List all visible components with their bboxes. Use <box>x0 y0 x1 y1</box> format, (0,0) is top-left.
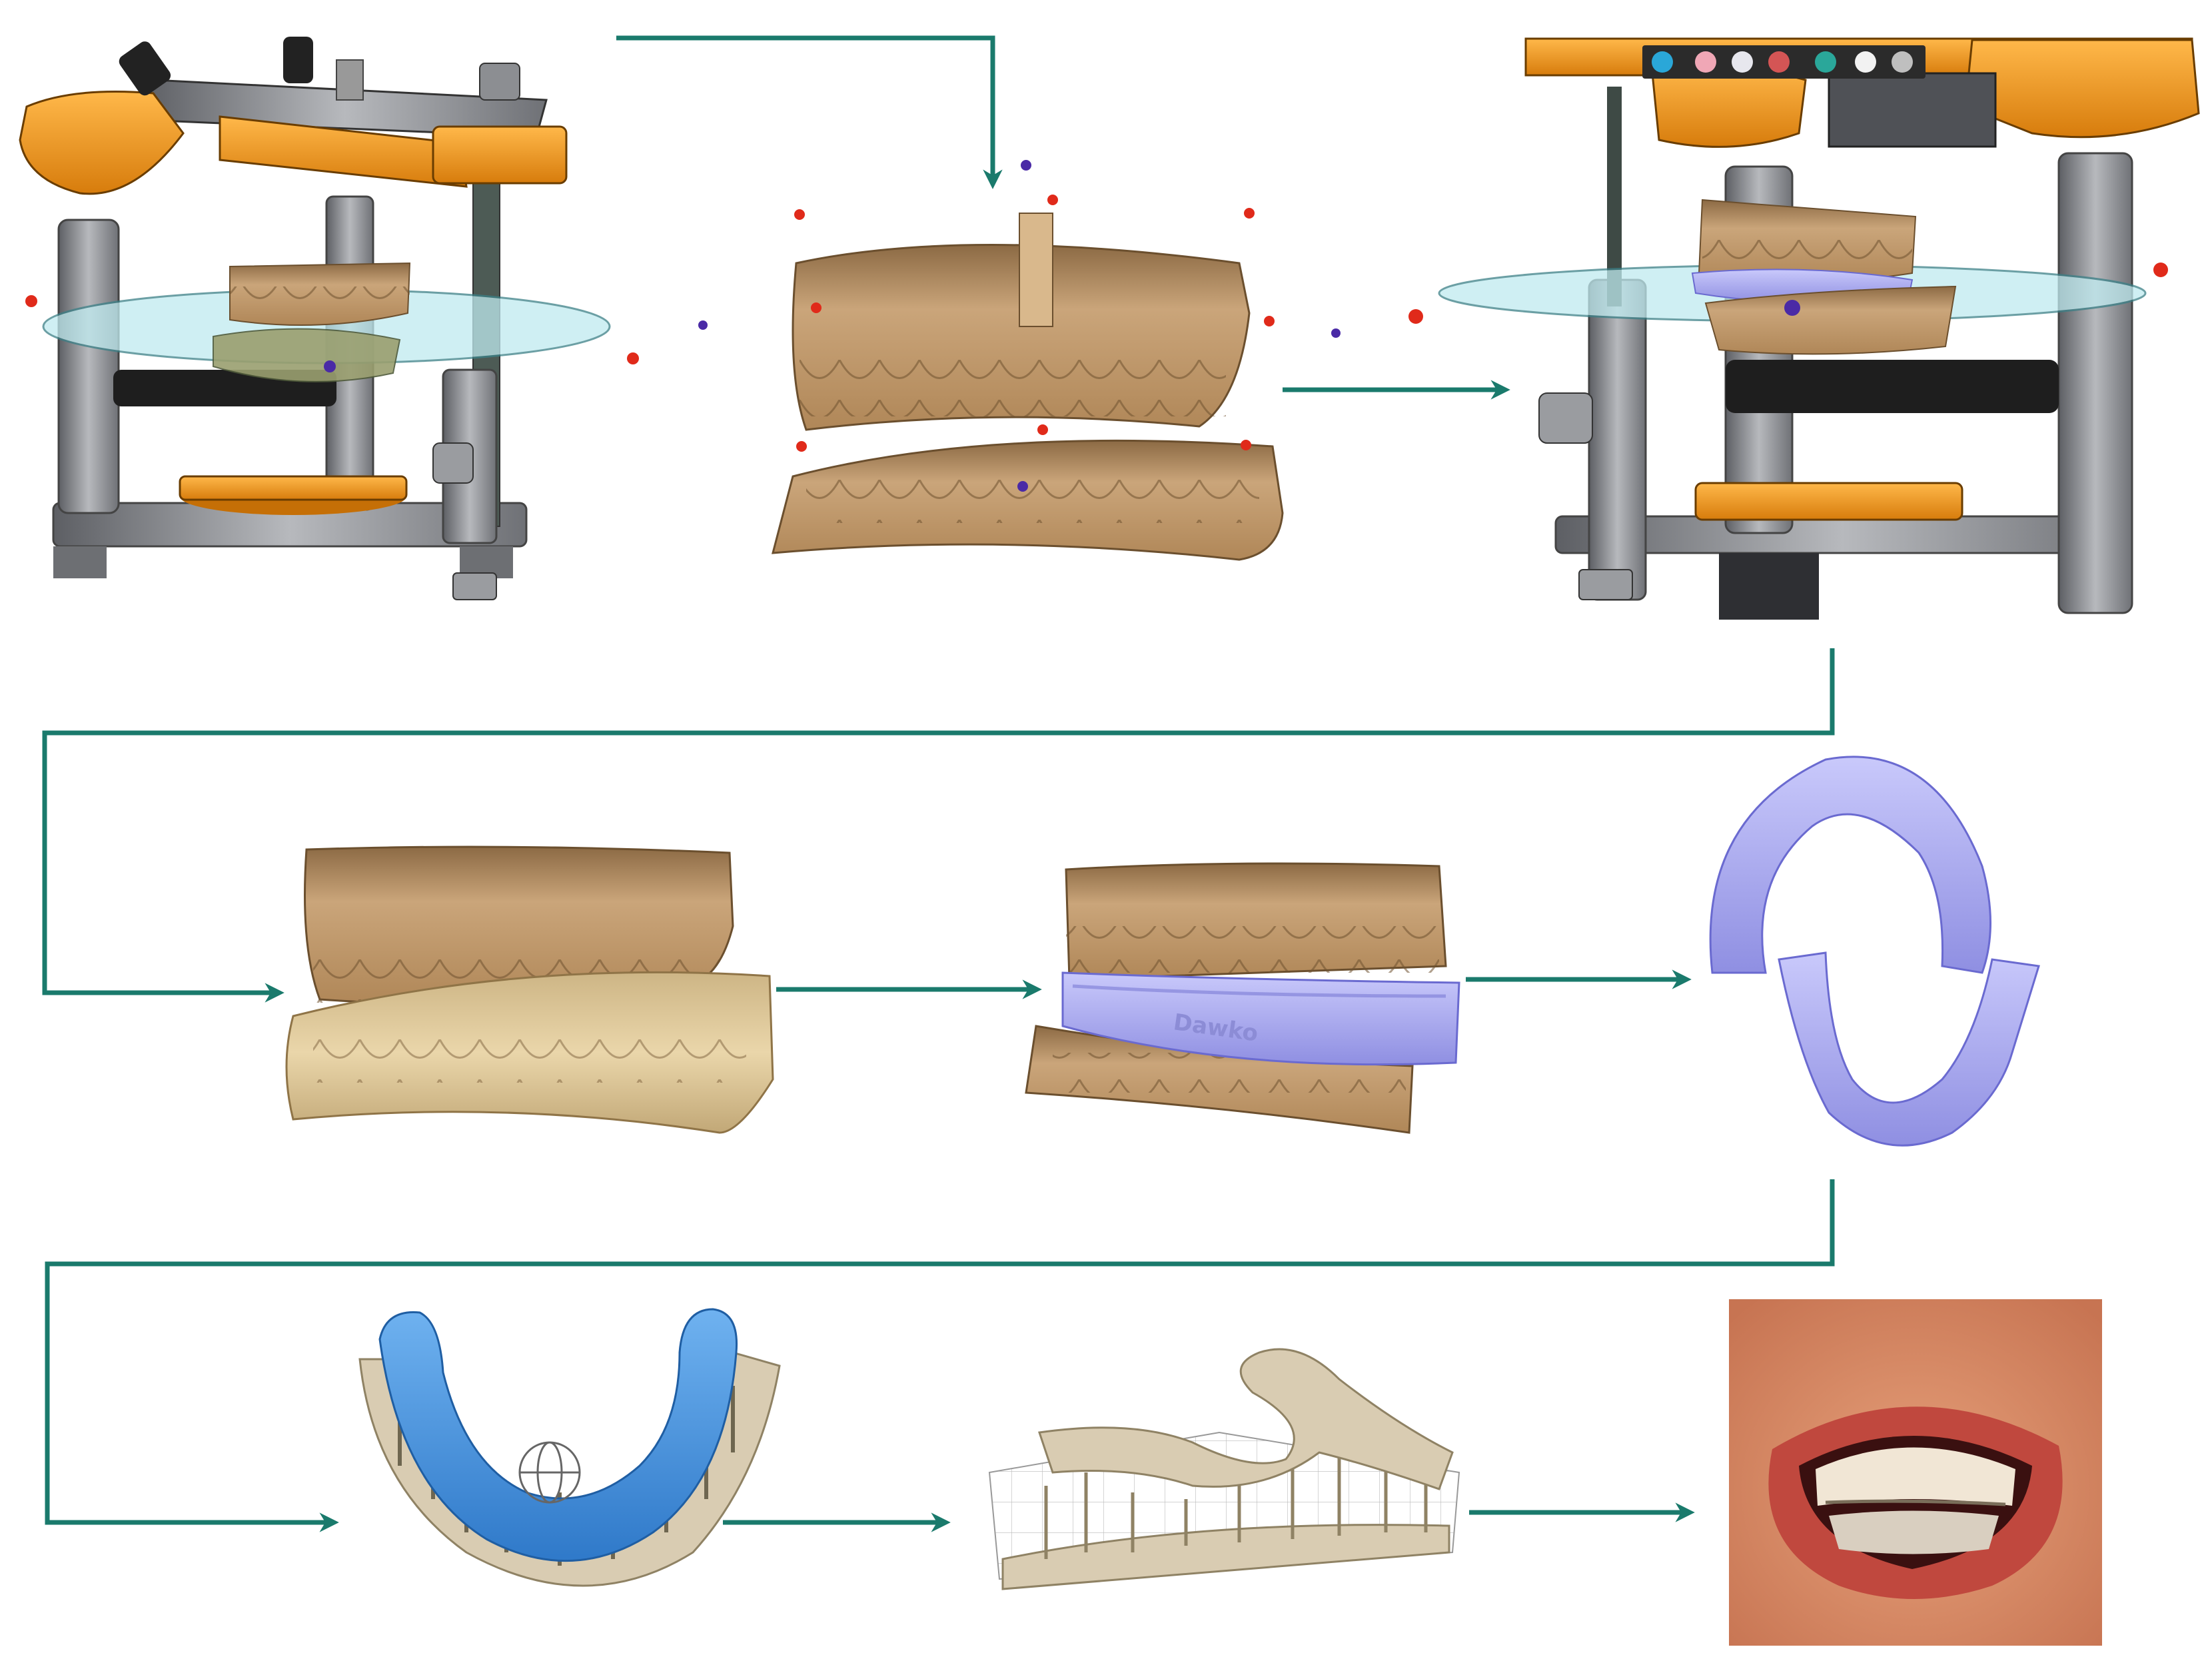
panel-splint-shells <box>1709 756 2040 1147</box>
splint-icon <box>378 1308 738 1562</box>
arrow-3-to-4 <box>42 648 1835 1003</box>
orientation-gizmo-icon <box>518 1441 581 1504</box>
dental-model-icon <box>213 262 411 382</box>
arrow-6-to-7 <box>45 1179 1835 1532</box>
splint-icon <box>1709 756 2040 1147</box>
dental-model-icon <box>1691 199 1957 355</box>
panel-articulator-mount <box>19 37 708 600</box>
patient-photo-icon <box>1729 1299 2102 1646</box>
reference-points <box>794 160 1341 492</box>
panel-print-supports <box>358 1308 781 1587</box>
printed-part-icon <box>988 1348 1460 1590</box>
panel-scanned-models <box>772 160 1341 561</box>
panel-occlusion-setup <box>285 845 774 1134</box>
arrow-1-to-2 <box>616 35 1003 189</box>
panel-patient-fitting <box>1729 1299 2102 1646</box>
flow-arrows <box>42 35 1835 1532</box>
dental-model-icon <box>772 213 1284 561</box>
dental-model-icon <box>285 845 774 1134</box>
software-toolbar <box>1642 45 1926 79</box>
splint-icon: Dawko <box>1061 971 1460 1066</box>
panel-virtual-articulation <box>1408 37 2200 620</box>
panel-printed-splint <box>988 1348 1460 1590</box>
panel-splint-design: Dawko <box>1025 862 1460 1134</box>
articulator-icon <box>1524 37 2200 620</box>
dental-model-icon <box>1025 862 1447 1134</box>
